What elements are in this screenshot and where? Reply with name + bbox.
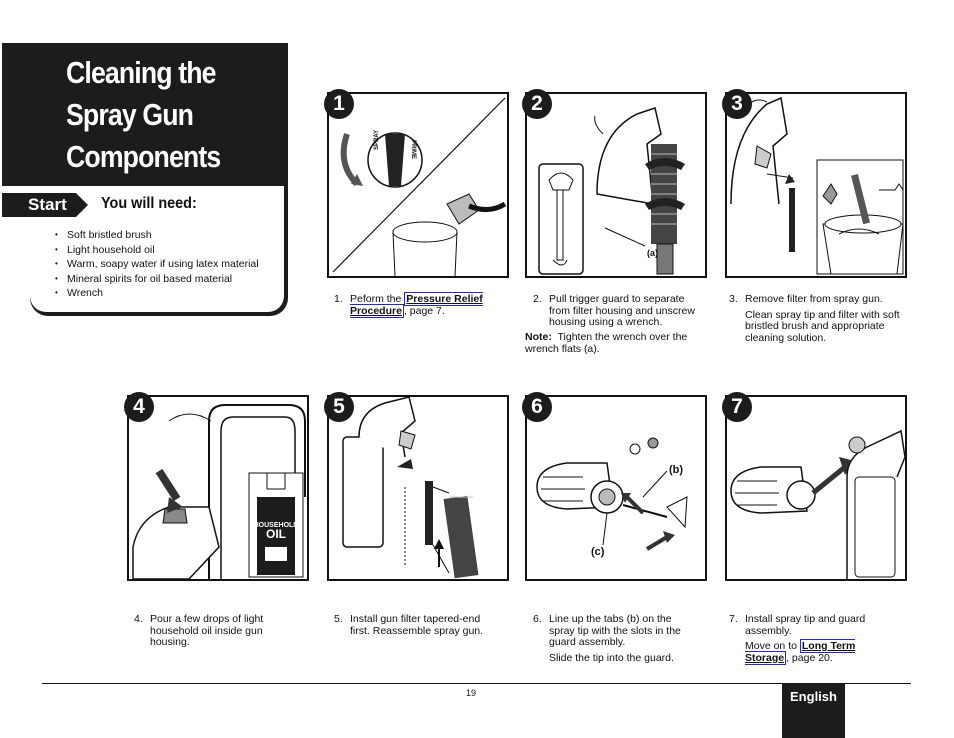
page-number: 19 bbox=[466, 688, 477, 698]
step-number-6: 6 bbox=[522, 392, 552, 422]
oil-housing-icon: HOUSEHOLD OIL bbox=[132, 404, 306, 579]
step-number-3: 3 bbox=[722, 89, 752, 119]
install-tip-guard-icon bbox=[730, 429, 905, 579]
step-number-7: 7 bbox=[722, 392, 752, 422]
step-2-note: Note: Tighten the wrench over the wrench… bbox=[525, 331, 688, 355]
svg-text:(a): (a) bbox=[647, 248, 658, 258]
list-item: Soft bristled brush bbox=[55, 228, 259, 243]
step-3-illustration bbox=[725, 92, 907, 278]
step-number-1: 1 bbox=[324, 89, 354, 119]
step-2-illustration: (a) bbox=[525, 92, 707, 278]
filter-cleaning-icon bbox=[730, 96, 904, 275]
step-2-caption: 2. Pull trigger guard to separate from f… bbox=[533, 293, 695, 328]
step-6-caption: 6. Line up the tabs (b) on the spray tip… bbox=[533, 613, 681, 664]
language-tab: English bbox=[782, 683, 845, 738]
svg-text:OIL: OIL bbox=[266, 527, 286, 541]
step-1-caption: 1. Peform the Pressure Relief Procedure,… bbox=[334, 292, 483, 318]
title-block bbox=[2, 43, 288, 186]
step-6-illustration: (b) (c) bbox=[525, 395, 707, 581]
install-filter-icon bbox=[342, 397, 479, 579]
list-item: Warm, soapy water if using latex materia… bbox=[55, 257, 259, 272]
step-3-caption: 3. Remove filter from spray gun. Clean s… bbox=[729, 293, 900, 344]
step-number-4: 4 bbox=[124, 392, 154, 422]
step-1-illustration: SPRAY PRIME bbox=[327, 92, 509, 278]
svg-text:PRIME: PRIME bbox=[410, 140, 416, 159]
list-item: Wrench bbox=[55, 286, 259, 301]
pressure-relief-procedure-link[interactable]: Pressure Relief Procedure bbox=[350, 292, 483, 318]
step-5-illustration bbox=[327, 395, 509, 581]
step-number-5: 5 bbox=[324, 392, 354, 422]
svg-text:SPRAY: SPRAY bbox=[374, 130, 380, 150]
supplies-list: Soft bristled brush Light household oil … bbox=[55, 228, 259, 301]
step-5-caption: 5. Install gun filter tapered-end first.… bbox=[334, 613, 484, 637]
start-tab: Start bbox=[2, 193, 88, 217]
long-term-storage-link[interactable]: Long Term Storage bbox=[745, 639, 856, 665]
svg-text:(c): (c) bbox=[591, 546, 605, 558]
list-item: Light household oil bbox=[55, 243, 259, 258]
step-7-caption: 7. Install spray tip and guard assembly.… bbox=[729, 613, 866, 665]
svg-text:(b): (b) bbox=[669, 464, 683, 476]
you-will-need-heading: You will need: bbox=[101, 195, 197, 212]
step-number-2: 2 bbox=[522, 89, 552, 119]
svg-text:HOUSEHOLD: HOUSEHOLD bbox=[254, 522, 299, 529]
step-4-illustration: HOUSEHOLD OIL bbox=[127, 395, 309, 581]
trigger-guard-wrench-icon: (a) bbox=[538, 107, 685, 275]
step-7-illustration bbox=[725, 395, 907, 581]
footer-rule bbox=[42, 683, 911, 684]
spray-tip-guard-icon: (b) (c) bbox=[536, 437, 688, 558]
pressure-relief-icon: SPRAY PRIME bbox=[332, 97, 507, 276]
step-4-caption: 4. Pour a few drops of light household o… bbox=[134, 613, 264, 648]
list-item: Mineral spirits for oil based material bbox=[55, 272, 259, 287]
